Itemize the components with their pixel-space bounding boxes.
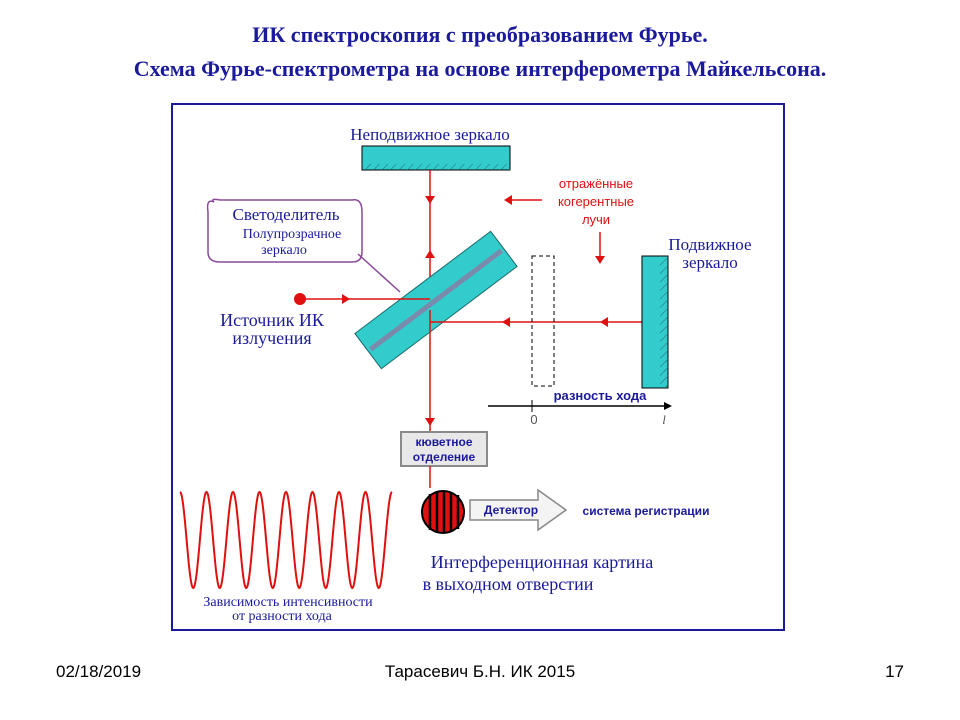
arrow-down-icon	[595, 256, 605, 264]
arrow-left-icon	[600, 317, 608, 327]
rays-label: лучи	[582, 212, 610, 227]
ir-source-label-1: Источник ИК	[220, 310, 325, 330]
slide-title-line-1: ИК спектроскопия с преобразованием Фурье…	[252, 22, 708, 47]
footer-date: 02/18/2019	[56, 662, 142, 681]
mirror-label: зеркало	[261, 243, 307, 258]
movable-mirror-label-2: зеркало	[682, 253, 737, 272]
footer-page-number: 17	[885, 662, 904, 681]
dependence-label-2: от разности хода	[232, 609, 333, 624]
cuvette-compartment	[400, 431, 488, 467]
coherent-label: когерентные	[558, 194, 634, 209]
slide-title-line-2: Схема Фурье-спектрометра на основе интер…	[133, 56, 827, 81]
fixed-mirror-label: Неподвижное зеркало	[350, 125, 510, 144]
arrow-down-icon	[425, 196, 435, 204]
fixed-mirror-hatching	[362, 164, 510, 170]
movable-mirror-hatching	[660, 256, 668, 388]
detector-arrow	[469, 488, 568, 532]
cuvette-label-1: кюветное	[415, 435, 472, 449]
arrow-down-icon	[425, 418, 435, 426]
interference-label-1: Интерференционная картина	[431, 552, 653, 572]
beamsplitter	[354, 230, 518, 370]
semitransparent-label: Полупрозрачное	[243, 227, 342, 242]
detector-label: Детектор	[484, 503, 538, 517]
callout-pointer	[357, 253, 401, 293]
ir-source-label-2: излучения	[232, 328, 311, 348]
mirror-zero-position	[531, 255, 555, 387]
arrow-left-icon	[502, 317, 510, 327]
axis-tick-l-label: l	[662, 412, 666, 427]
arrow-right-icon	[342, 294, 350, 304]
intensity-wave	[179, 490, 393, 590]
movable-mirror-label-1: Подвижное	[668, 235, 751, 254]
axis-tick-0-label: 0	[530, 412, 537, 427]
cuvette-label-2: отделение	[413, 450, 476, 464]
arrow-left-icon	[504, 195, 512, 205]
reflected-label: отражённые	[559, 176, 633, 191]
path-diff-label: разность хода	[554, 388, 648, 403]
beamsplitter-callout	[206, 198, 363, 263]
arrow-right-icon	[664, 402, 672, 410]
interference-label-2: в выходном отверстии	[423, 574, 594, 594]
dependence-label-1: Зависимость интенсивности	[203, 595, 373, 610]
registration-label: система регистрации	[583, 504, 710, 518]
diagram-frame	[171, 103, 785, 631]
footer-author: Тарасевич Б.Н. ИК 2015	[384, 662, 576, 681]
beamsplitter-label: Светоделитель	[232, 205, 339, 224]
arrow-up-icon	[425, 250, 435, 258]
interference-fringes	[428, 491, 460, 533]
